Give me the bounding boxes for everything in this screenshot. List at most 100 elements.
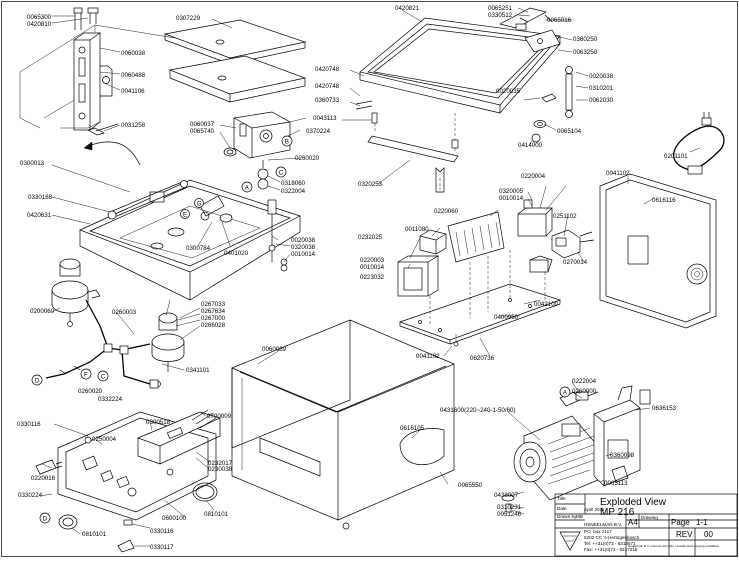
- drawn-label: Drawn by: [557, 514, 577, 519]
- label-0065550: 0065550: [458, 482, 483, 489]
- label-0065016: 0065016: [547, 17, 572, 24]
- svg-text:A: A: [563, 390, 568, 397]
- svg-text:C: C: [279, 170, 284, 177]
- label-0010014-transformer: 0010014: [360, 264, 385, 271]
- label-0360250: 0360250: [573, 36, 598, 43]
- label-0310231: 0310231: [497, 504, 522, 511]
- pivot-block: [223, 111, 291, 190]
- label-0322004: 0322004: [281, 188, 306, 195]
- callout-c: C: [275, 166, 287, 178]
- svg-text:D: D: [43, 516, 48, 523]
- label-0420748-top: 0420748: [315, 66, 340, 73]
- vacuum-pump: [501, 385, 651, 513]
- label-0420810: 0420810: [27, 21, 52, 28]
- label-0320253: 0320253: [358, 181, 383, 188]
- label-0031258: 0031258: [121, 122, 146, 129]
- label-0220060: 0220060: [434, 208, 459, 215]
- svg-text:E: E: [183, 211, 187, 218]
- label-0370224: 0370224: [306, 128, 331, 135]
- title-label: Title: [557, 496, 566, 501]
- label-0700009: 0700009: [207, 413, 232, 420]
- label-0041106: 0041106: [121, 88, 145, 95]
- vacuum-valve-assembly: [45, 258, 185, 389]
- callout-d: D: [31, 374, 43, 386]
- callout-a-lower: A: [559, 386, 571, 398]
- label-0041102-plate: 0041102: [416, 353, 440, 360]
- company-name: HENKELMAN B.V.: [584, 522, 622, 527]
- label-0307229: 0307229: [176, 15, 201, 22]
- svg-text:C: C: [101, 374, 106, 381]
- label-0300518: 0300518: [146, 419, 171, 426]
- label-0260020: 0260020: [295, 155, 320, 162]
- company-logo-icon: [559, 531, 581, 551]
- label-0250004: 0250004: [92, 436, 117, 443]
- front-control-panel: [35, 409, 221, 553]
- label-0232017: 0232017: [208, 460, 233, 467]
- label-0300784: 0300784: [186, 245, 211, 252]
- label-0636153: 0636153: [652, 405, 677, 412]
- address-line-2: 5202 CC 's-Hertogenbosch: [584, 535, 640, 540]
- hinge-bracket-right: [499, 7, 573, 143]
- label-0330117: 0330117: [150, 544, 174, 551]
- label-0041102-panel: 0041102: [606, 170, 630, 177]
- label-0260020-tube: 0260020: [78, 388, 103, 395]
- rev-label: REV: [676, 530, 693, 539]
- label-0438007: 0438007: [494, 492, 519, 499]
- callout-a: A: [241, 181, 253, 193]
- svg-text:B: B: [285, 139, 289, 146]
- label-0062030: 0062030: [589, 97, 614, 104]
- label-0065113: 0065113: [604, 480, 628, 487]
- label-0267033: 0267033: [201, 301, 226, 308]
- label-0251102: 0251102: [553, 213, 577, 220]
- callout-c-lower: C: [97, 370, 109, 382]
- callout-d-lower: D: [39, 512, 51, 524]
- label-0220003: 0220003: [360, 257, 385, 264]
- label-0420821: 0420821: [395, 5, 420, 12]
- rear-panel: [599, 173, 717, 329]
- vacuum-chamber: [79, 179, 301, 301]
- label-0620736: 0620736: [470, 355, 495, 362]
- label-0266028: 0266028: [201, 322, 226, 329]
- drawing-label: Drawing: [641, 515, 658, 520]
- svg-text:D: D: [35, 378, 40, 385]
- label-0222004: 0222004: [572, 378, 597, 385]
- address-line-4: Fax: ++31(0)73 - 6217216: [584, 547, 638, 552]
- label-0060037: 0060037: [190, 121, 215, 128]
- label-0220004: 0220004: [521, 173, 546, 180]
- label-0400950: 0400950: [494, 314, 519, 321]
- label-0310201: 0310201: [589, 85, 614, 92]
- label-0320005: 0320005: [499, 188, 524, 195]
- svg-text:F: F: [84, 372, 88, 379]
- label-0043113: 0043113: [313, 115, 337, 122]
- copyright-note: Henkelman B.V. reserves all rights. Unau…: [628, 544, 719, 548]
- label-0060069: 0060069: [262, 346, 287, 353]
- label-0232025: 0232025: [358, 234, 383, 241]
- label-0320038: 0320038: [291, 244, 316, 251]
- address-line-3: Tel: ++31(0)73 - 6213671: [584, 541, 636, 546]
- date-value: April 2011: [584, 507, 605, 512]
- title-line-2: MP 216: [600, 507, 635, 518]
- label-0600100: 0600100: [162, 515, 187, 522]
- label-0230038: 0230038: [208, 466, 233, 473]
- label-0201101: 0201101: [664, 153, 688, 160]
- label-0011080: 0011080: [405, 226, 429, 233]
- label-0220016: 0220016: [31, 475, 56, 482]
- electrical-components: [397, 199, 595, 345]
- label-0200060: 0200060: [30, 308, 55, 315]
- label-0270014: 0270014: [563, 259, 588, 266]
- callout-f: F: [80, 368, 92, 380]
- label-0420748: 0420748: [315, 83, 340, 90]
- label-0330188: 0330188: [28, 194, 53, 201]
- callout-g: G: [194, 198, 204, 208]
- label-0020038: 0020038: [291, 237, 316, 244]
- sheet-label: Page: [671, 518, 690, 527]
- label-0063250: 0063250: [573, 49, 598, 56]
- label-0810101-knob: 0810101: [82, 531, 107, 538]
- label-0051246: 0051246: [497, 511, 522, 518]
- machine-housing: [231, 319, 455, 530]
- format-value: A4: [628, 518, 638, 527]
- label-0020038-right: 0020038: [589, 73, 614, 80]
- label-0065740: 0065740: [190, 128, 215, 135]
